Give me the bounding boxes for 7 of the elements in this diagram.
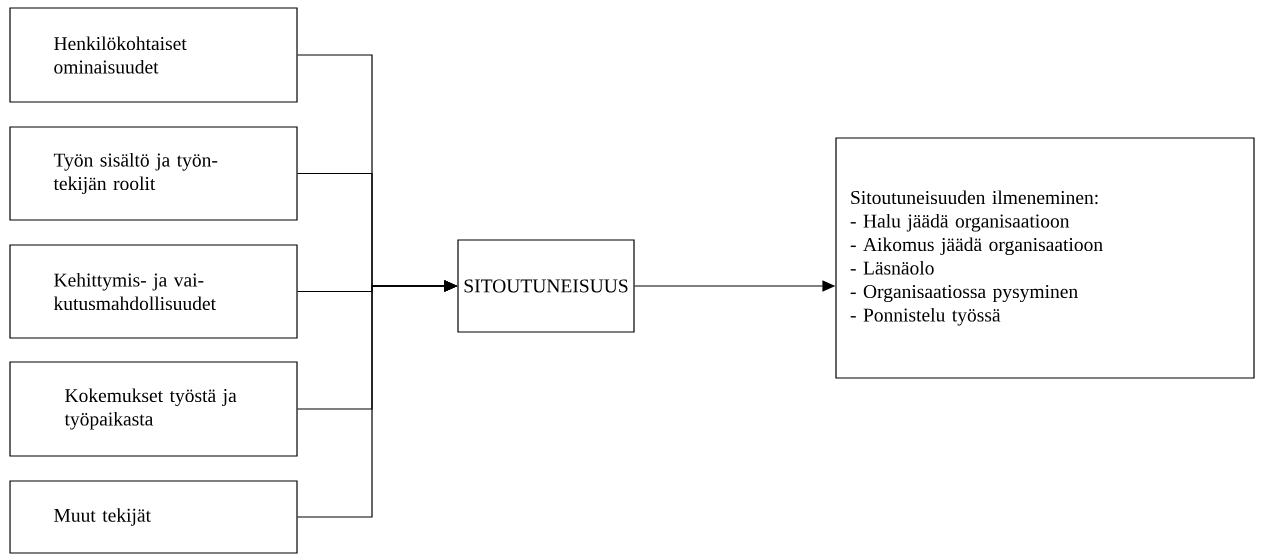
factor-box: Henkilökohtaiset ominaisuudet [9, 7, 298, 103]
concept-box: SITOUTUNEISUUS [457, 239, 635, 333]
outcome-box: Sitoutuneisuuden ilmeneminen: - Halu jäädä organisaatioon - Aikomus jäädä organisaatioon - Läsnäolo - Organisaatiossa pysyminen - Ponnistelu työssä [835, 137, 1255, 379]
factor-box: Työn sisältö ja työn-tekijän roolit [9, 126, 298, 221]
factor-box: Kokemukset työstä ja työpaikasta [9, 361, 298, 457]
factor-box: Muut tekijät [9, 480, 298, 554]
factor-box: Kehittymis- ja vai-kutusmahdollisuudet [9, 244, 298, 339]
